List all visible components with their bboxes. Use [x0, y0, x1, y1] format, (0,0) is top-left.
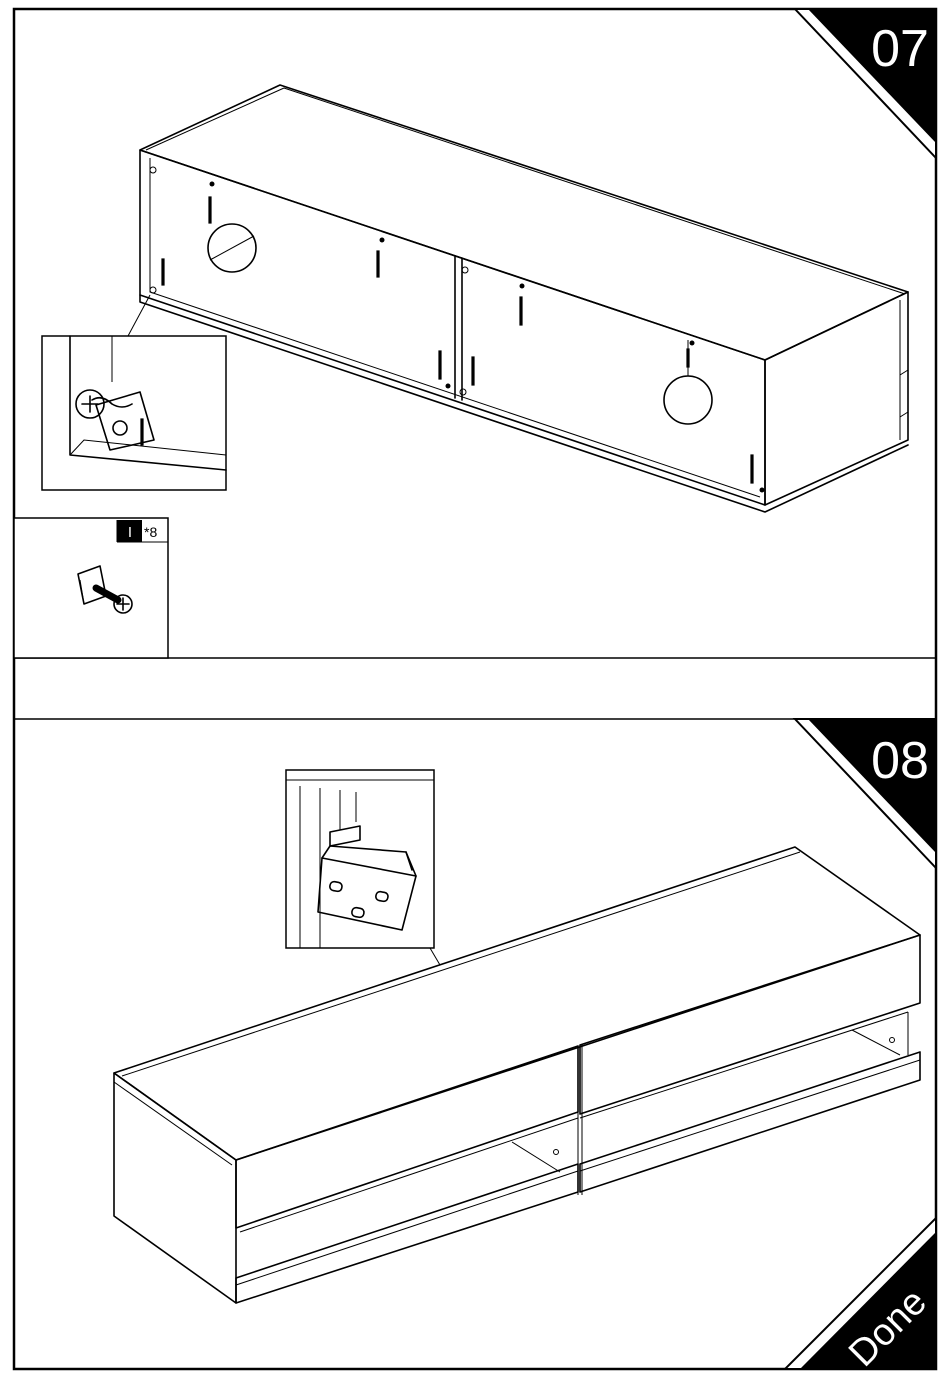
part-id-label: I [128, 524, 132, 541]
cabinet-back-view [140, 85, 908, 512]
step-08-badge: 08 [795, 719, 936, 868]
parts-callout: I *8 [14, 518, 168, 658]
cable-hole-right [664, 376, 712, 424]
part-quantity: *8 [144, 524, 157, 540]
page-frame [14, 9, 936, 1369]
cabinet-front-view [114, 847, 920, 1303]
detail-inset-07 [42, 336, 226, 490]
done-badge: Done [785, 1218, 936, 1375]
step-07-number: 07 [871, 20, 929, 78]
detail-leader-07 [128, 295, 150, 336]
step-07-badge: 07 [795, 9, 936, 158]
step-08-number: 08 [871, 732, 929, 790]
detail-leader-08 [430, 948, 440, 965]
detail-inset-08 [286, 770, 434, 948]
